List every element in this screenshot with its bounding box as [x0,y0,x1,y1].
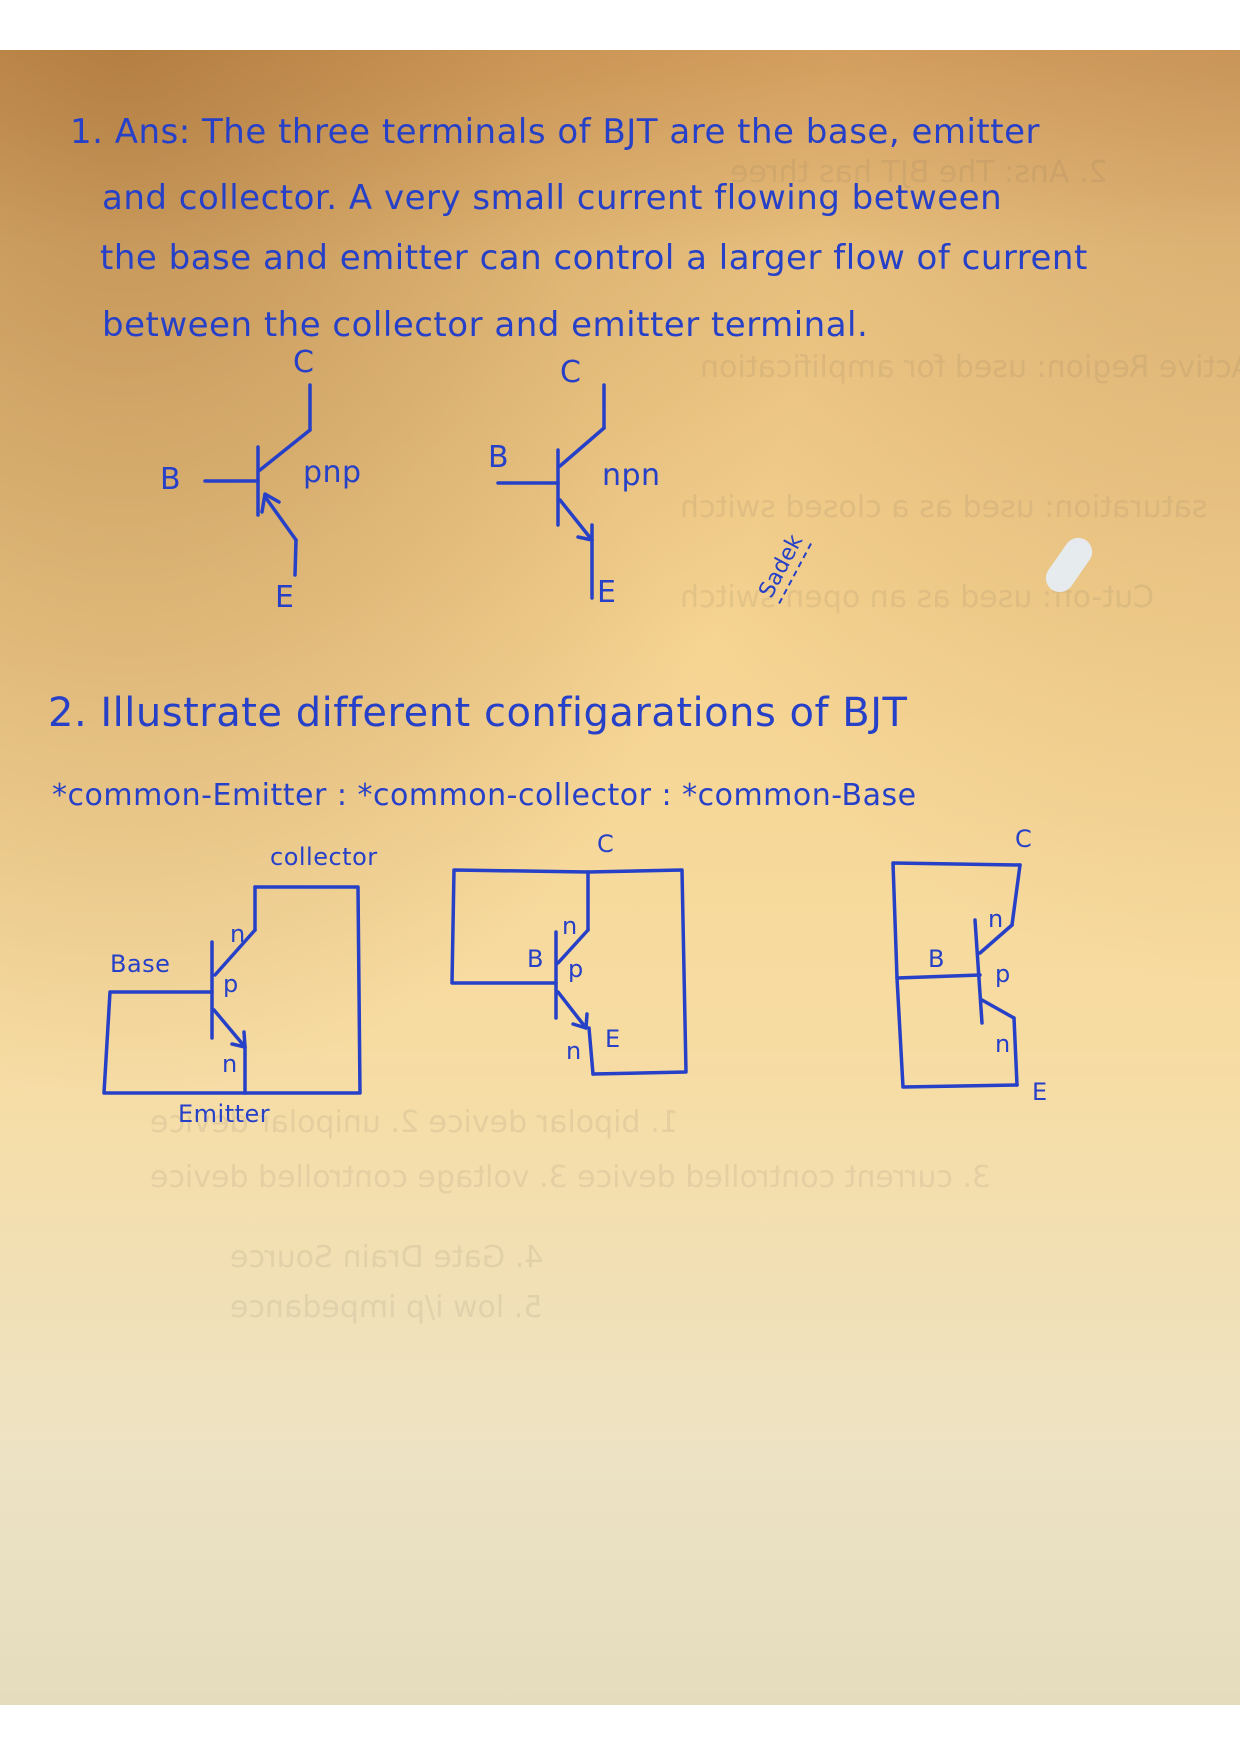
answer1-line-1: 1. Ans: The three terminals of BJT are t… [70,112,1040,152]
cb-collector-label: C [1015,825,1033,853]
pnp-base-label: B [160,462,182,497]
cc-emitter-label: E [605,1025,621,1053]
cc-region-n-bottom: n [566,1037,582,1065]
cc-region-n-top: n [562,912,578,940]
cb-region-p: p [995,960,1011,988]
notebook-page: 2. Ans: The BJT has three * Active Regio… [0,50,1240,1705]
ce-emitter-label: Emitter [178,1100,271,1128]
pnp-emitter-label: E [275,580,295,615]
ce-region-p: p [223,970,239,998]
configurations-list: *common-Emitter : *common-collector : *c… [52,778,917,813]
pnp-type-label: pnp [303,455,362,490]
answer1-line-4: between the collector and emitter termin… [102,305,869,345]
answer1-line-3: the base and emitter can control a large… [100,238,1088,278]
pnp-collector-label: C [293,345,315,380]
npn-type-label: npn [602,458,661,493]
ce-region-n-top: n [230,920,246,948]
ce-base-label: Base [110,950,171,978]
ce-region-n-bottom: n [222,1050,238,1078]
cc-region-p: p [568,955,584,983]
npn-emitter-label: E [597,575,617,610]
cb-region-n-top: n [988,905,1004,933]
cb-emitter-label: E [1032,1078,1048,1106]
question2-heading: 2. Illustrate different configarations o… [48,690,908,736]
npn-collector-label: C [560,355,582,390]
ce-collector-label: collector [270,843,378,871]
cb-base-label: B [928,945,945,973]
cb-region-n-bottom: n [995,1030,1011,1058]
answer1-line-2: and collector. A very small current flow… [102,178,1003,218]
cc-base-label: B [527,945,544,973]
cc-collector-label: C [597,830,615,858]
npn-base-label: B [488,440,510,475]
